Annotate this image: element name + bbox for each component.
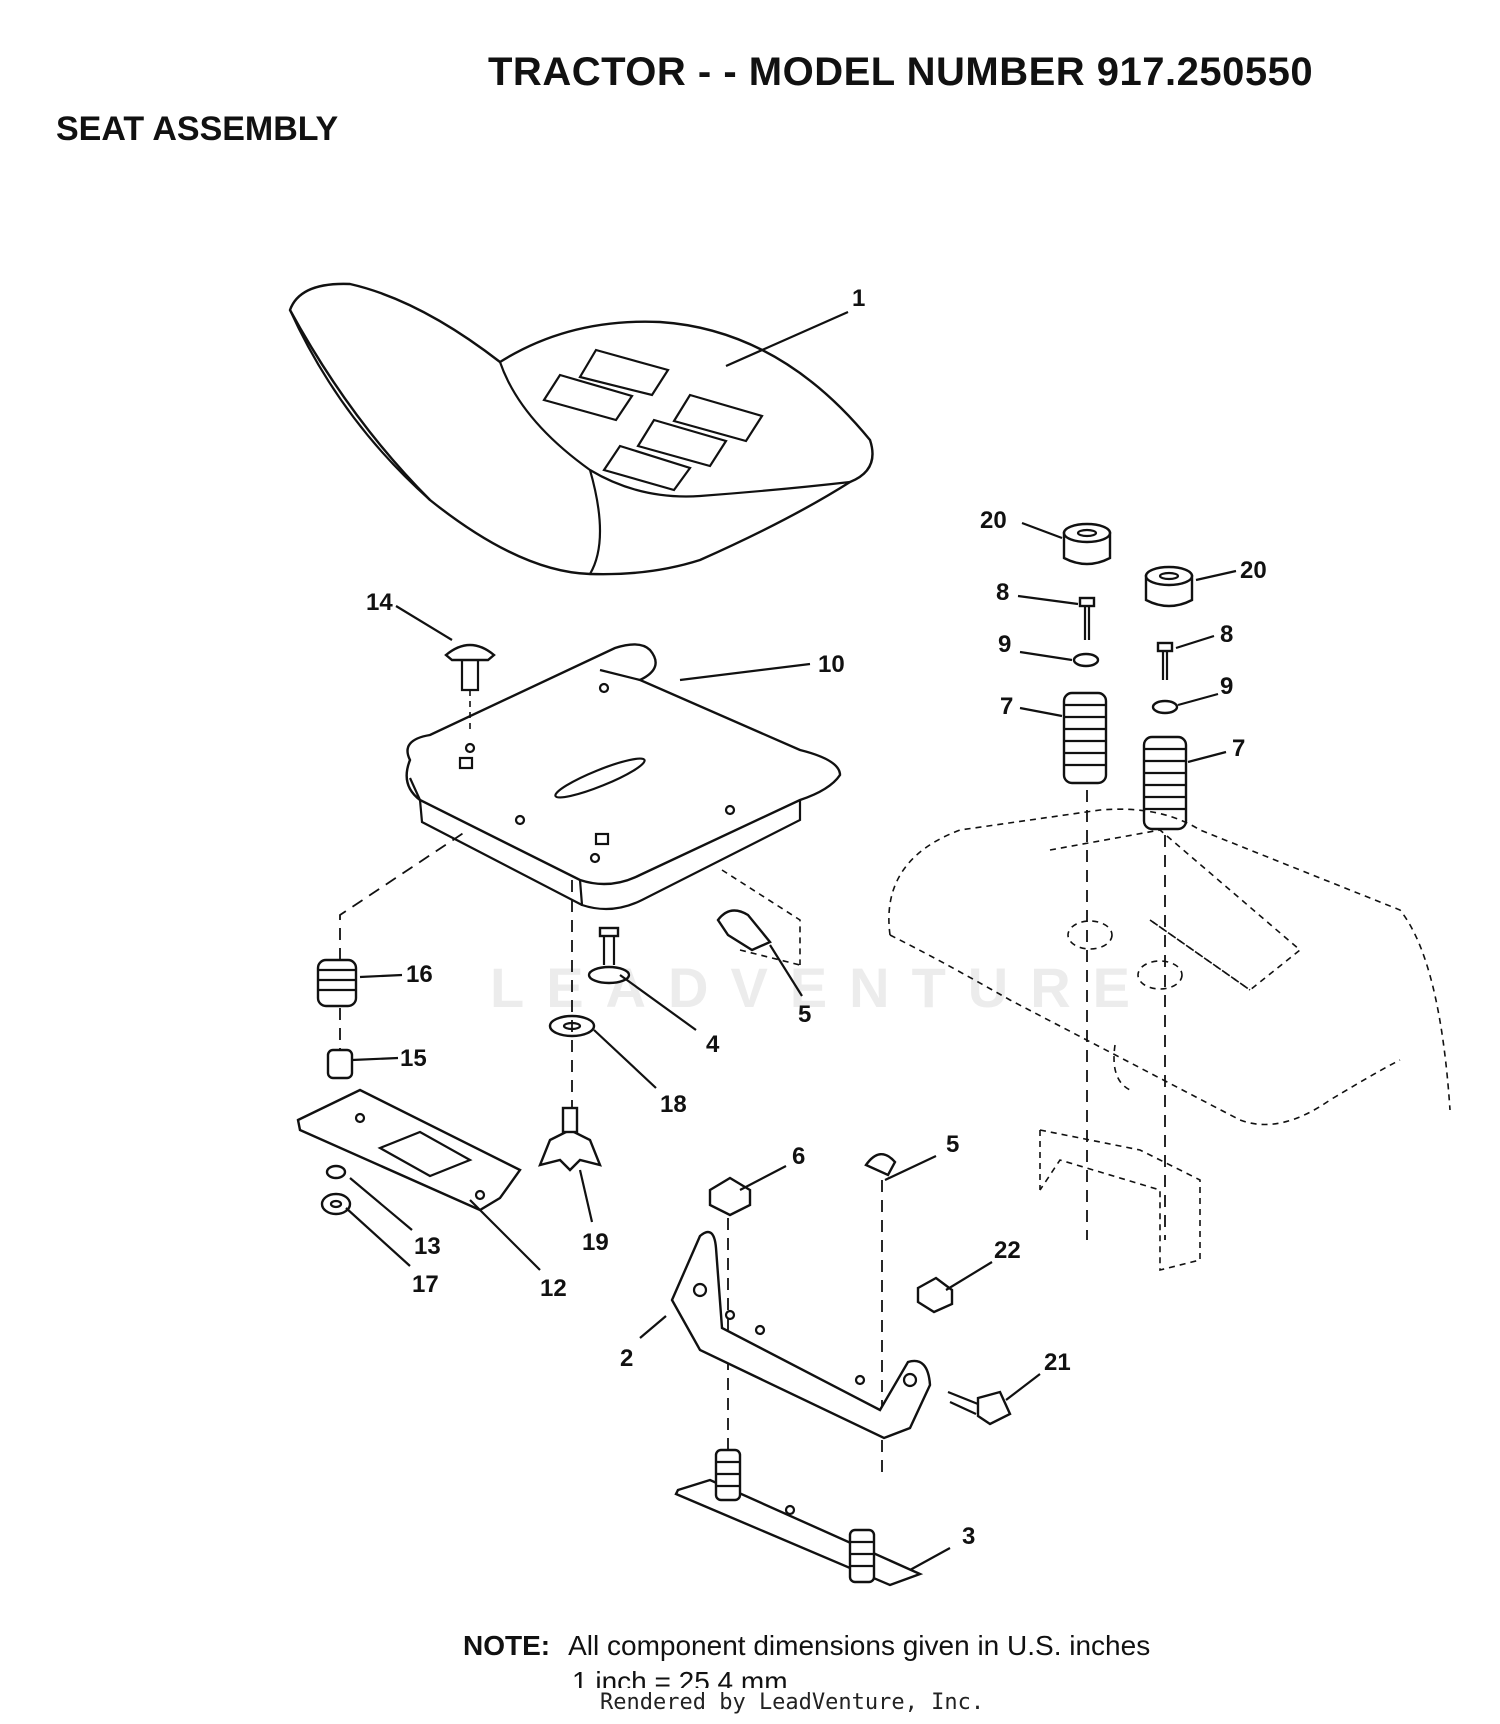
callout-14: 14	[366, 589, 393, 616]
callout-6: 6	[792, 1143, 805, 1170]
part-bolt-4	[587, 926, 631, 985]
note-label: NOTE:	[463, 1630, 551, 1661]
part-knob-19	[538, 1106, 602, 1172]
part-spacer	[1062, 522, 1194, 608]
dimension-note: NOTE: All component dimensions given in U…	[463, 1630, 1150, 1662]
callout-1: 1	[852, 285, 865, 312]
callout-22: 22	[994, 1237, 1021, 1264]
callout-8a: 8	[996, 579, 1009, 606]
callout-5b: 5	[946, 1131, 959, 1158]
part-seat-pan	[405, 643, 842, 911]
callout-2: 2	[620, 1345, 633, 1372]
callout-12: 12	[540, 1275, 567, 1302]
footer-credit: Rendered by LeadVenture, Inc.	[600, 1690, 985, 1715]
callout-18: 18	[660, 1091, 687, 1118]
callout-16: 16	[406, 961, 433, 988]
callout-7b: 7	[1232, 735, 1245, 762]
part-bolt-21	[947, 1390, 1012, 1426]
callout-17: 17	[412, 1271, 439, 1298]
part-bolt-8	[1072, 596, 1179, 715]
callout-10: 10	[818, 651, 845, 678]
part-base-plate	[674, 1448, 924, 1587]
callout-20a: 20	[980, 507, 1007, 534]
part-slide-rail	[296, 1088, 522, 1212]
part-fender-reference	[888, 808, 1451, 1272]
callout-13: 13	[414, 1233, 441, 1260]
part-spring-16	[316, 958, 358, 1080]
callout-9b: 9	[1220, 673, 1233, 700]
part-spring-left	[1062, 691, 1108, 785]
part-spring-right	[1142, 735, 1188, 831]
callout-21: 21	[1044, 1349, 1071, 1376]
callout-20b: 20	[1240, 557, 1267, 584]
callout-4: 4	[706, 1031, 720, 1058]
watermark-text: LEADVENTURE	[490, 956, 1153, 1019]
callout-15: 15	[400, 1045, 427, 1072]
callout-7a: 7	[1000, 693, 1013, 720]
callout-5a: 5	[798, 1001, 811, 1028]
callout-19: 19	[582, 1229, 609, 1256]
part-nut-13	[320, 1164, 352, 1216]
note-line-1: All component dimensions given in U.S. i…	[568, 1630, 1151, 1661]
part-nut-6	[708, 1176, 954, 1314]
callout-8b: 8	[1220, 621, 1233, 648]
callout-labels: 1 2 3 4 5 5 6 7 7 8 8 9 9 10 12 13 14 15…	[366, 285, 1267, 1550]
part-bracket	[670, 1230, 932, 1440]
section-title: SEAT ASSEMBLY	[56, 110, 339, 148]
part-clip-5	[716, 909, 897, 1177]
page-title: TRACTOR - - MODEL NUMBER 917.250550	[488, 50, 1314, 94]
callout-9a: 9	[998, 631, 1011, 658]
note-line-2: 1 inch = 25.4 mm	[572, 1666, 788, 1688]
callout-3: 3	[962, 1523, 975, 1550]
part-seat	[288, 282, 874, 576]
leader-lines	[345, 310, 1237, 1571]
part-carriage-bolt	[444, 643, 496, 730]
